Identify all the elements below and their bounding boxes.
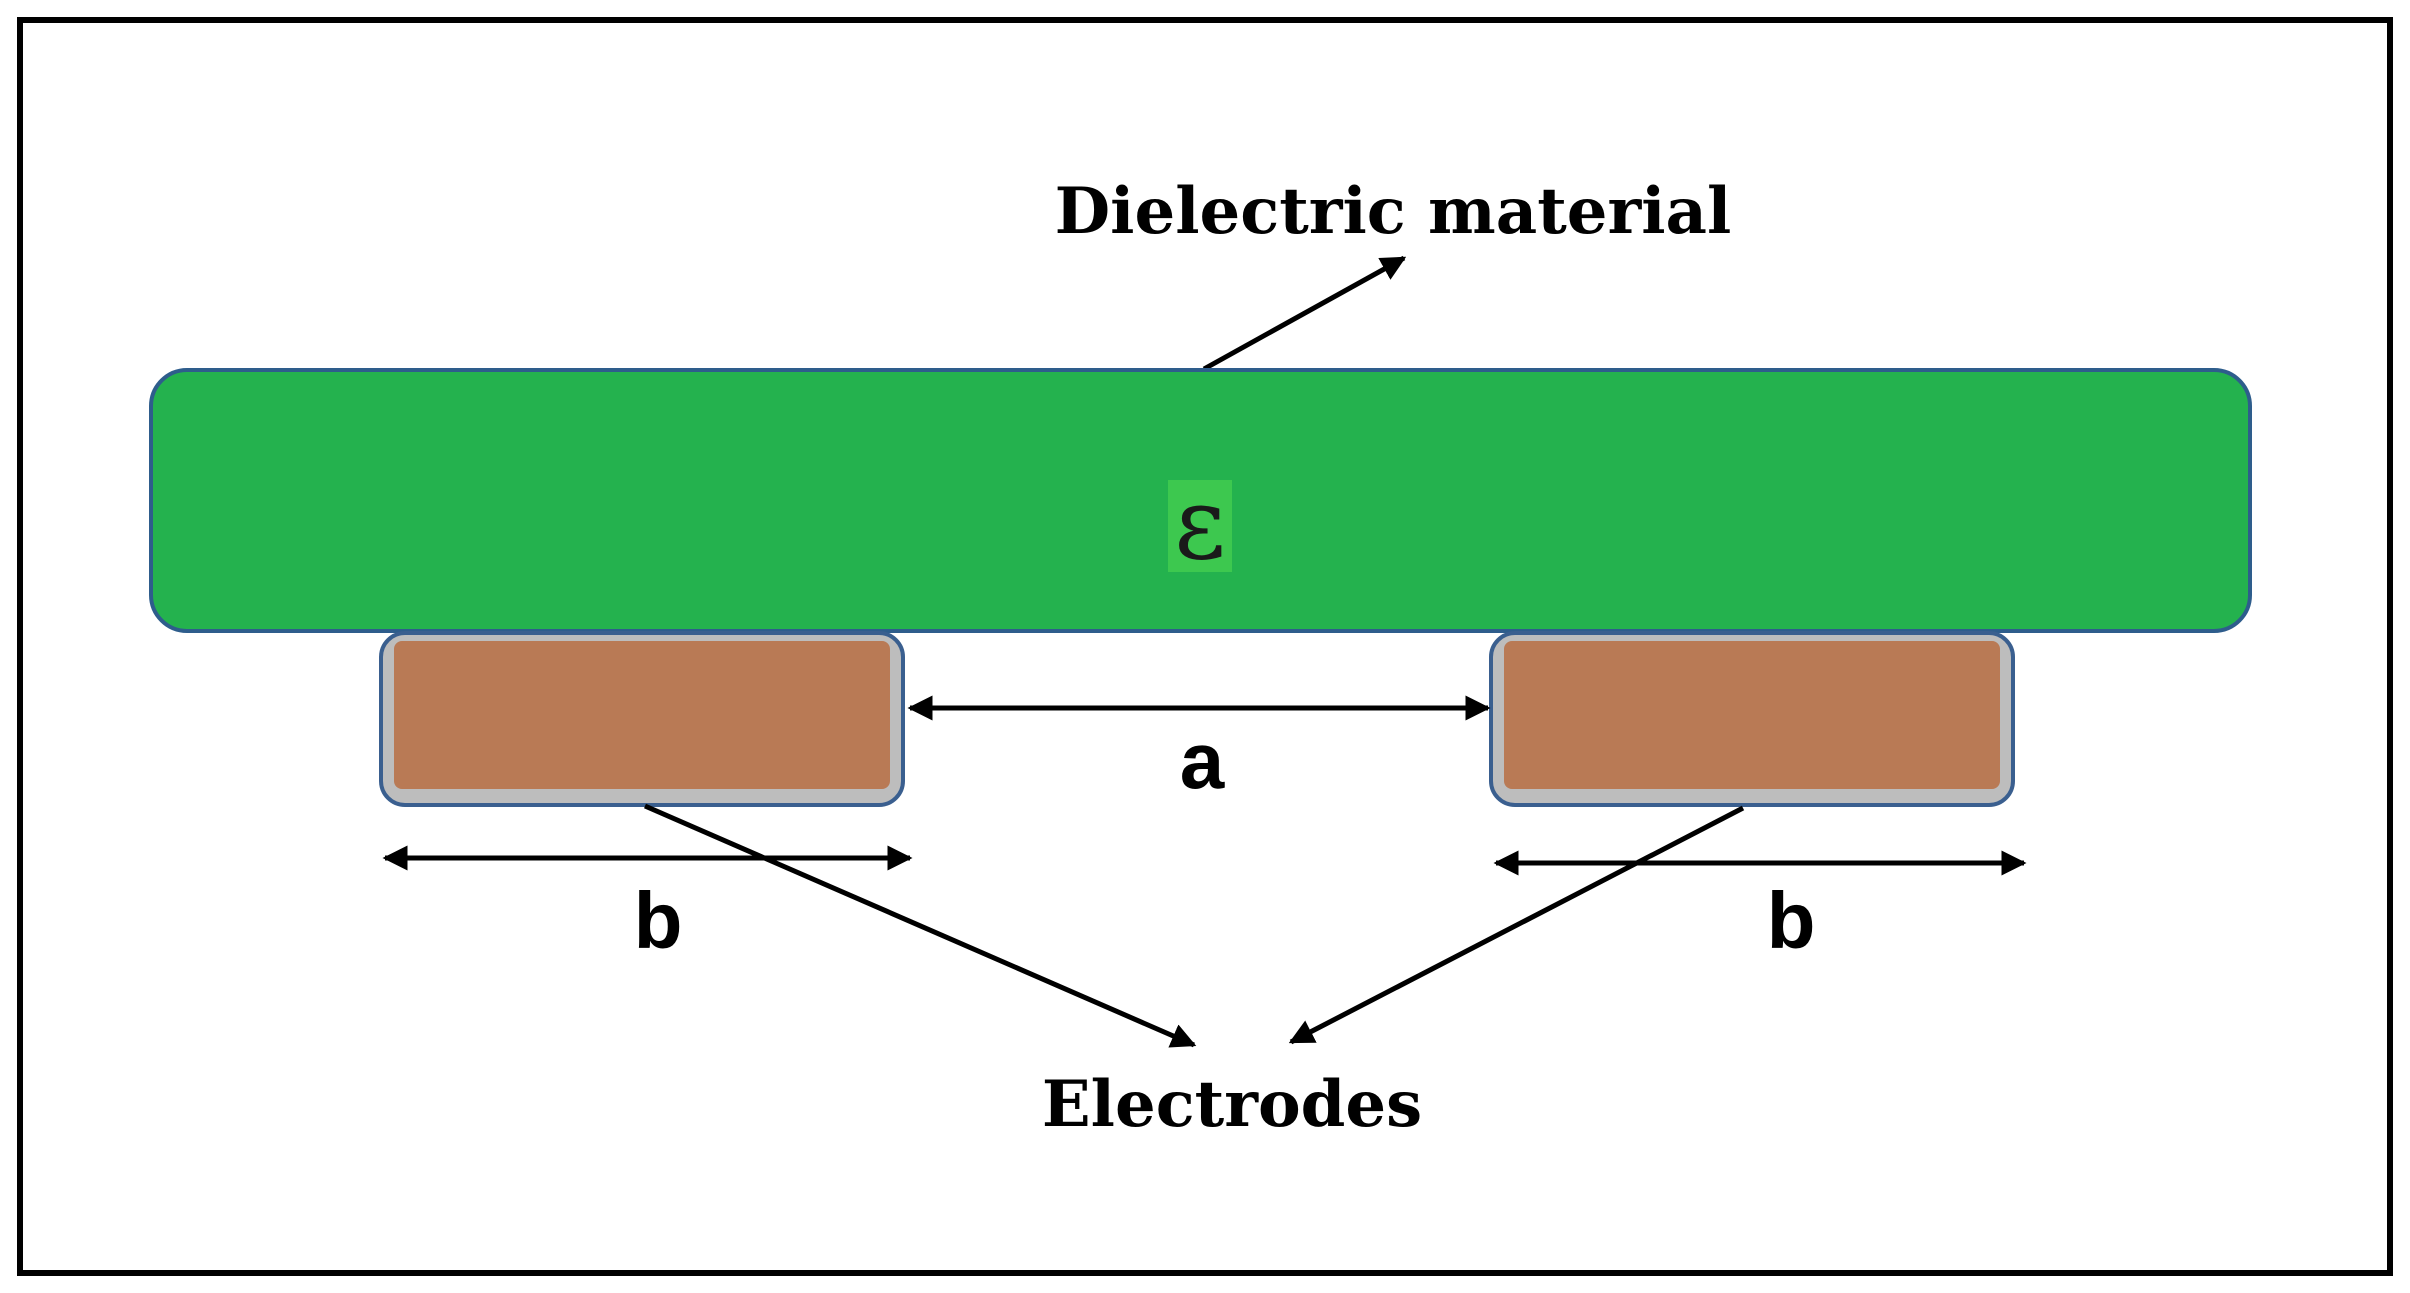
left-electrode-pointer-arrow <box>644 803 1197 1048</box>
dielectric-material-label: Dielectric material <box>1055 174 1732 249</box>
dielectric-pointer-arrow <box>1202 255 1407 372</box>
right-electrode-pointer-arrow <box>1288 805 1745 1045</box>
left-width-label-b: b <box>634 876 683 965</box>
gap-label-a: a <box>1180 716 1225 805</box>
right-width-label-b: b <box>1767 876 1816 965</box>
permittivity-symbol: ε <box>1174 465 1226 582</box>
electrodes-label: Electrodes <box>1042 1067 1422 1142</box>
epsilon-highlight <box>1168 480 1232 572</box>
right-electrode <box>1504 641 2000 789</box>
left-electrode <box>394 641 890 789</box>
